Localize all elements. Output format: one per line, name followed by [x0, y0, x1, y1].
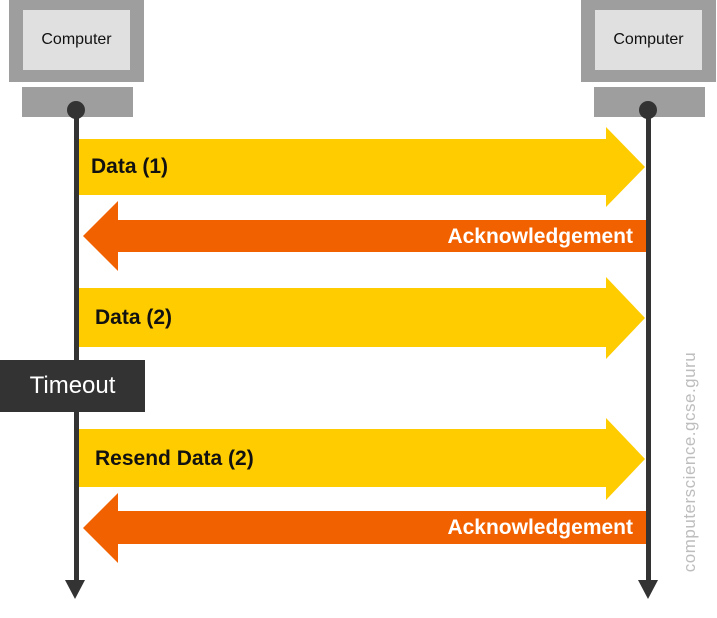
left-timeline-arrowhead: [65, 580, 85, 599]
ack-2-arrow: [83, 493, 646, 563]
right-timeline-dot: [639, 101, 657, 119]
data-1-label: Data (1): [91, 155, 169, 178]
data-1-arrow: [78, 127, 645, 207]
data-2-label: Data (2): [95, 306, 173, 329]
right-computer: Computer: [581, 0, 716, 82]
left-timeline: [74, 110, 79, 588]
ack-2-label: Acknowledgement: [447, 516, 633, 539]
ack-1-arrow: [83, 201, 646, 271]
timeout-label: Timeout: [0, 360, 145, 412]
resend-data-2-arrow: [78, 418, 645, 500]
resend-data-2-label: Resend Data (2): [95, 447, 254, 470]
right-timeline: [646, 110, 651, 588]
left-timeline-dot: [67, 101, 85, 119]
watermark: computerscience.gcse.guru: [680, 351, 699, 573]
left-computer: Computer: [9, 0, 144, 82]
right-computer-label: Computer: [595, 10, 702, 70]
right-timeline-arrowhead: [638, 580, 658, 599]
left-computer-label: Computer: [23, 10, 130, 70]
ack-1-label: Acknowledgement: [447, 225, 633, 248]
data-2-arrow: [78, 277, 645, 359]
